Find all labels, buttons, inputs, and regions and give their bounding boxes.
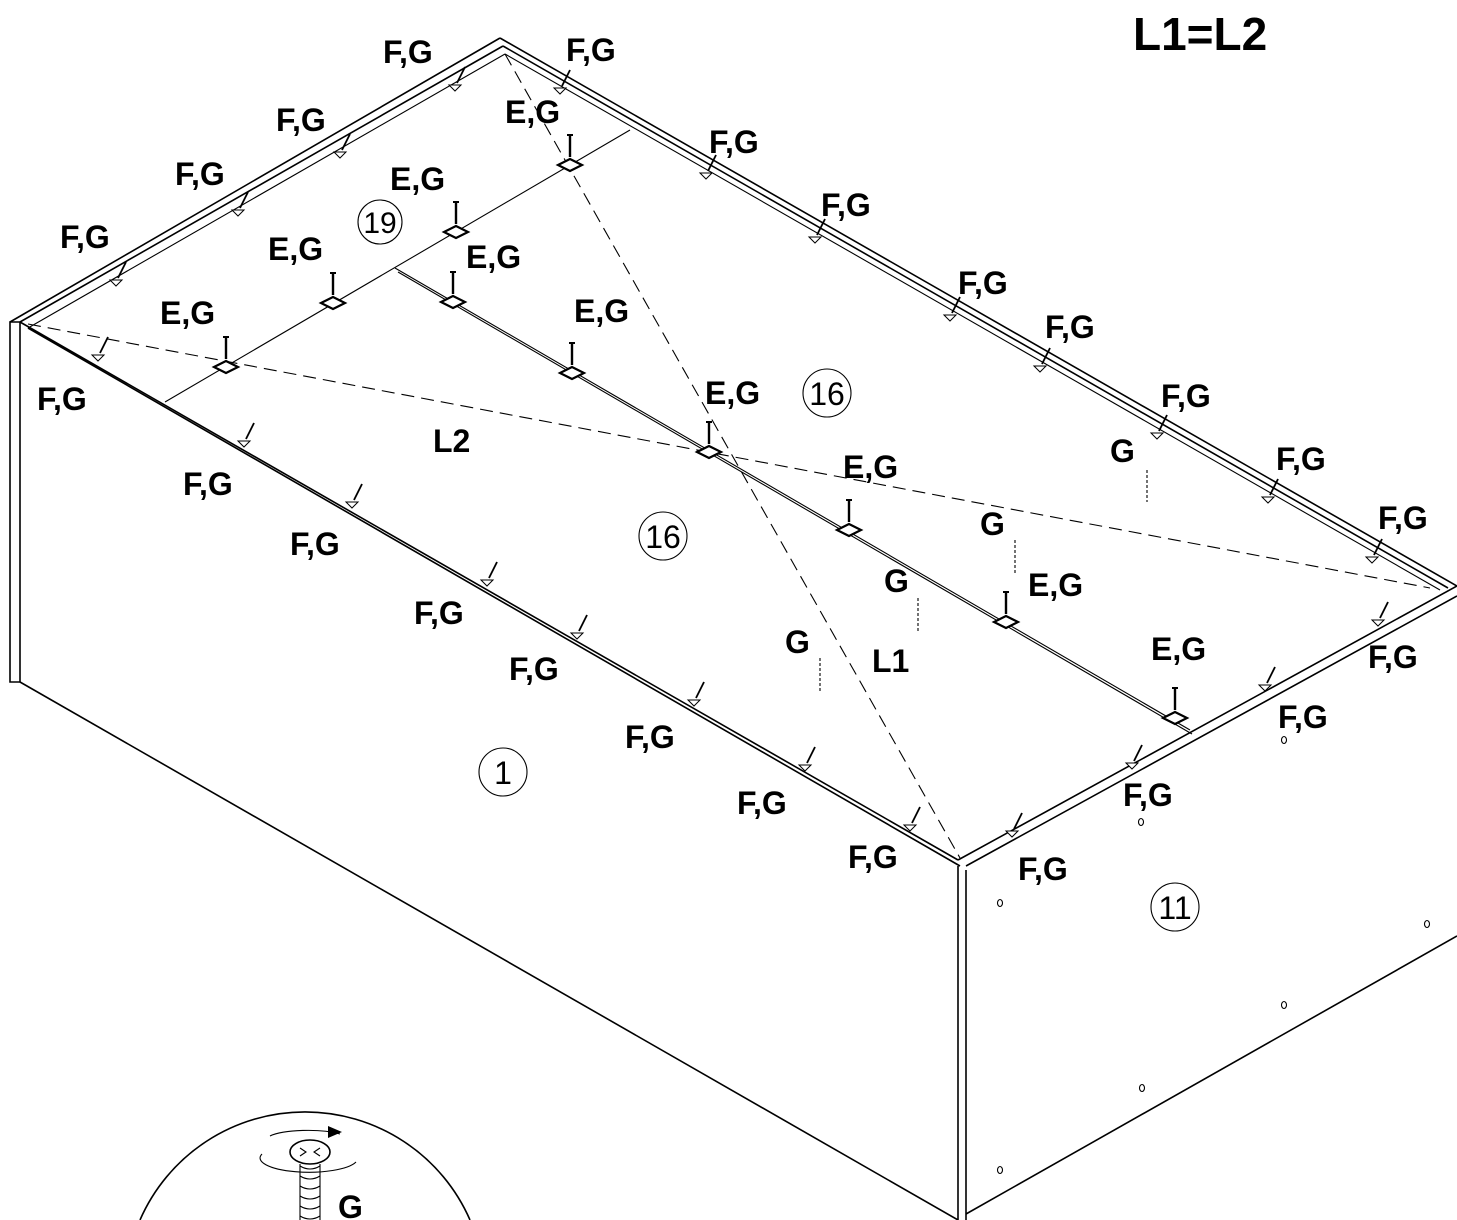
dowel-icon (1257, 666, 1276, 692)
eg-fastener-label: E,G (160, 295, 215, 331)
part-number-1: 1 (494, 755, 512, 791)
dowel-icon (1149, 414, 1168, 440)
fg-fastener-label: F,G (1278, 699, 1328, 735)
bracket-icon (211, 336, 241, 375)
dowel-icon (447, 66, 466, 92)
diagonal-label-l1: L1 (872, 643, 909, 679)
eg-fastener-label: E,G (843, 449, 898, 485)
rotation-arrow-icon (328, 1126, 342, 1138)
diagonal-label-l2: L2 (433, 423, 470, 459)
bracket-icon (1160, 687, 1190, 726)
fg-fastener-label: F,G (183, 466, 233, 502)
dowel-icon (344, 483, 363, 509)
fg-fastener-label: F,G (1378, 500, 1428, 536)
fg-dowels (90, 66, 1389, 838)
dowel-icon (108, 261, 127, 287)
fg-fastener-label: F,G (276, 102, 326, 138)
eg-brackets (211, 134, 1190, 726)
labels: L1=L2 19 16 16 1 11 L2 L1 G (338, 8, 1267, 1220)
fg-fastener-label: F,G (37, 381, 87, 417)
side-panel-holes (996, 735, 1431, 1175)
fg-fastener-label: F,G (566, 32, 616, 68)
bracket-icon (441, 201, 471, 240)
bracket-icon (991, 591, 1021, 630)
fg-fastener-label: F,G (1045, 309, 1095, 345)
dowel-icon (569, 614, 588, 640)
screw-head-icon (289, 1139, 331, 1165)
dowel-icon (479, 561, 498, 587)
fg-fastener-label: F,G (1161, 378, 1211, 414)
fg-fastener-label: F,G (1368, 639, 1418, 675)
dowel-icon (942, 296, 961, 322)
dowel-icon (1032, 347, 1051, 373)
part-number-16-lower: 16 (645, 519, 681, 555)
screw-callout-label: G (338, 1189, 363, 1220)
screw-detail (139, 1111, 471, 1220)
fg-fastener-label: F,G (509, 651, 559, 687)
dowel-icon (1370, 601, 1389, 627)
bracket-icon (555, 134, 585, 173)
fg-fastener-label: F,G (709, 124, 759, 160)
dowel-icon (1124, 744, 1143, 770)
dowel-icon (1004, 812, 1023, 838)
dowel-icon (332, 133, 351, 159)
fg-fastener-label: F,G (175, 156, 225, 192)
bracket-icon (318, 272, 348, 311)
dowel-icon (686, 681, 705, 707)
eg-fastener-label: E,G (505, 94, 560, 130)
cabinet-outline (9, 37, 1457, 1220)
dowel-icon (698, 154, 717, 180)
eg-fastener-label: E,G (1151, 631, 1206, 667)
eg-fastener-label: E,G (466, 239, 521, 275)
dowel-icon (90, 336, 109, 362)
dowel-icon (807, 218, 826, 244)
fg-fastener-label: F,G (383, 34, 433, 70)
eg-fastener-label: E,G (268, 231, 323, 267)
eg-fastener-label: E,G (1028, 567, 1083, 603)
fg-fastener-label: F,G (848, 839, 898, 875)
fastener-labels: F,G F,G F,G F,G F,G F,G F,G F,G F,G F,G F,G F,G F,G F… (37, 32, 1428, 887)
part-number-19: 19 (363, 207, 396, 240)
eg-fastener-label: E,G (705, 375, 760, 411)
inner-rails (164, 129, 1193, 735)
fg-fastener-label: F,G (414, 595, 464, 631)
dowel-icon (797, 746, 816, 772)
fg-fastener-label: F,G (958, 265, 1008, 301)
fg-fastener-label: F,G (737, 785, 787, 821)
fg-fastener-label: F,G (290, 526, 340, 562)
fg-fastener-label: F,G (625, 719, 675, 755)
eg-fastener-label: E,G (390, 161, 445, 197)
diagonal-lines (27, 53, 1431, 859)
part-number-11: 11 (1158, 890, 1191, 926)
bracket-icon (557, 342, 587, 381)
equation-note: L1=L2 (1133, 8, 1267, 60)
dowel-icon (902, 806, 921, 832)
bracket-icon (834, 499, 864, 538)
eg-fastener-label: E,G (574, 293, 629, 329)
g-fastener-label: G (980, 506, 1005, 542)
dowel-icon (1260, 478, 1279, 504)
g-fastener-label: G (1110, 433, 1135, 469)
dowel-icon (1364, 538, 1383, 564)
fg-fastener-label: F,G (821, 187, 871, 223)
fg-fastener-label: F,G (60, 219, 110, 255)
bracket-icon (694, 421, 724, 460)
part-number-16-upper: 16 (809, 376, 845, 412)
g-fastener-label: G (884, 563, 909, 599)
g-screws (819, 470, 1148, 692)
dowel-icon (552, 69, 571, 95)
dowel-icon (236, 422, 255, 448)
bracket-icon (438, 271, 468, 310)
dowel-icon (230, 191, 249, 217)
fg-fastener-label: F,G (1018, 851, 1068, 887)
fg-fastener-label: F,G (1276, 441, 1326, 477)
g-fastener-label: G (785, 624, 810, 660)
fg-fastener-label: F,G (1123, 777, 1173, 813)
